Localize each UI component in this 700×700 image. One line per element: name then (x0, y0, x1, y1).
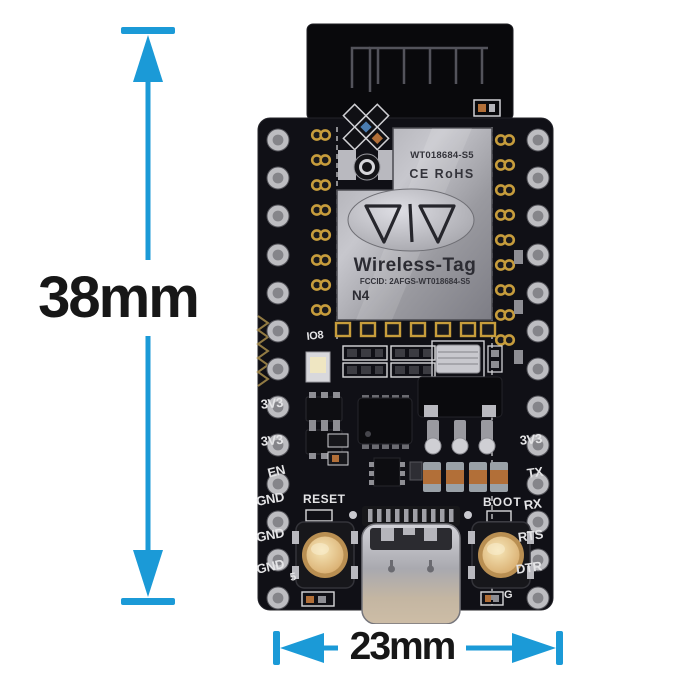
pin-label-left-3v3-2: 3V3 (260, 431, 284, 449)
boot-button-label: BOOT (483, 495, 522, 509)
module-chip-marking-text: N4 (352, 288, 370, 303)
pin-label-left-3v3-1: 3V3 (260, 394, 284, 412)
reset-button-label: RESET (303, 492, 346, 506)
castellated-edge (256, 315, 270, 387)
smd-components (305, 340, 508, 492)
module-certification-text: CE RoHS (409, 167, 475, 181)
status-led (305, 351, 331, 383)
width-dimension-label: 23mm (338, 624, 466, 670)
dev-board (256, 23, 554, 625)
rf-jumper-cross (342, 103, 390, 151)
pin-label-right-partial: G (504, 589, 513, 601)
usb-c-port (349, 506, 472, 625)
wireless-tag-logo-icon (364, 203, 456, 244)
height-dimension-label: 38mm (20, 260, 216, 336)
antenna-matching-component (473, 99, 501, 117)
usb-uart-chip (357, 395, 413, 449)
module-fccid-text: FCCID: 2AFGS-WT018684-S5 (359, 277, 471, 286)
ipex-antenna-connector (338, 150, 396, 181)
rf-shield-module (334, 127, 497, 338)
pin-label-right-3v3: 3V3 (519, 430, 543, 448)
solder-pads (424, 420, 496, 455)
module-model-text: WT018684-S5 (410, 150, 474, 161)
led-label: IO8 (306, 329, 325, 343)
pin-label-right-rx: RX (523, 495, 543, 513)
small-smd-right-column (514, 250, 523, 364)
antenna-meander-trace (350, 46, 488, 92)
reset-button (291, 509, 359, 607)
castellated-pads-right (494, 134, 516, 346)
pin-label-right-tx: TX (526, 463, 544, 481)
shield-bottom-pads (334, 321, 497, 338)
antenna-section (306, 23, 514, 121)
boot-button (467, 510, 535, 606)
module-brand-text: Wireless-Tag (353, 255, 477, 276)
